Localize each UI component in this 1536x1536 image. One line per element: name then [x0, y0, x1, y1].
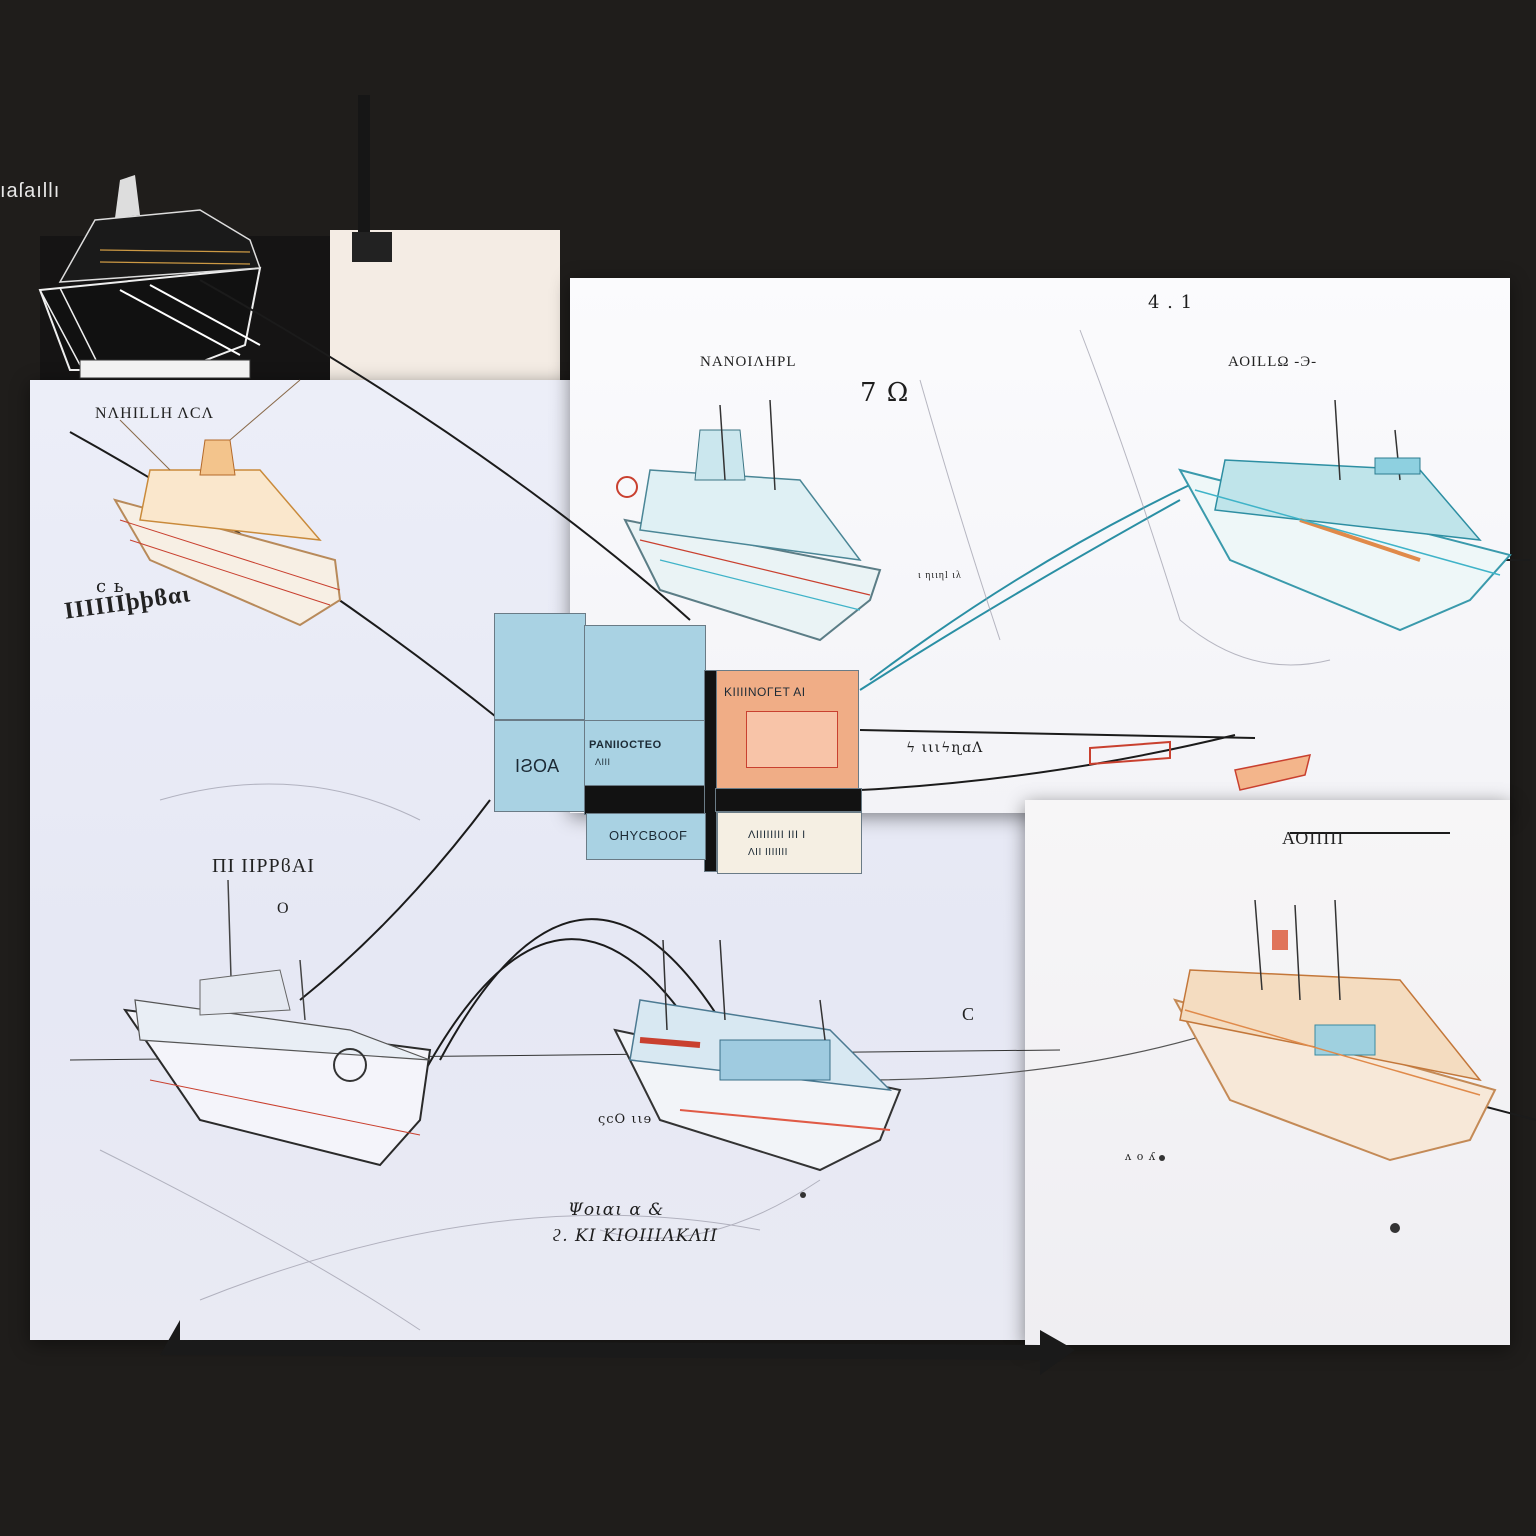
label-mid-right-small: ι ηιιηl ιλ — [918, 570, 962, 581]
marker-dot — [800, 1192, 806, 1198]
small-boat-sketch — [1090, 742, 1310, 790]
label-c-mark: C — [962, 1004, 975, 1025]
label-top-right-mark: 4 . 1 — [1148, 292, 1193, 313]
center-block-blue: ΙϨΟΑ — [494, 720, 586, 812]
connector-line — [300, 800, 490, 1000]
center-block-blue — [584, 625, 706, 722]
marker-dot — [1390, 1223, 1400, 1233]
label-top-mid-number: 7 Ω — [860, 378, 909, 408]
center-block-blue: ΟΗΥCBOOF — [586, 813, 706, 860]
cream-block-line2: ΛΙΙ ΙΙΙΙΙΙΙ — [748, 847, 788, 858]
blue-block-small-label: ΙϨΟΑ — [515, 756, 560, 777]
marker-dot — [1159, 1155, 1165, 1161]
center-block-cream: ΛΙΙΙΙΙΙΙΙ ΙΙΙ Ι ΛΙΙ ΙΙΙΙΙΙΙ — [717, 812, 862, 874]
mast-pole — [358, 95, 370, 245]
label-top-mid: ΝΑΝΟΙΛΗΡL — [700, 354, 797, 371]
cream-block-line1: ΛΙΙΙΙΙΙΙΙ ΙΙΙ Ι — [748, 829, 806, 841]
center-block-black — [584, 785, 706, 815]
bottom-blue-block-label: ΟΗΥCBOOF — [609, 828, 687, 843]
label-bottom-left-o: O — [277, 900, 290, 918]
center-block-blue — [494, 613, 586, 720]
header-ship-sketch — [40, 175, 260, 378]
center-block-blue: ΡΑΝΙΙΟCΤΕΟ ΛΙΙΙ — [584, 720, 706, 787]
blue-block-title: ΡΑΝΙΙΟCΤΕΟ — [589, 739, 662, 751]
ship-sketch-bottom-right — [1175, 900, 1495, 1160]
ship-sketch-top-right — [1180, 400, 1510, 630]
mast-clamp — [352, 232, 392, 262]
label-bottom-note-2: ϩ. ΚΙ ΚΙΟΙΙΙΛΚΛΙΙ — [552, 1226, 718, 1246]
label-bottom-left: ΠΙ ΙΙΡΡϐΑΙ — [212, 855, 315, 878]
center-block-salmon: ΚΙΙΙΙΝΟΓΕΤ ΑΙ — [715, 670, 859, 790]
connector-line — [860, 730, 1255, 738]
salmon-block-title: ΚΙΙΙΙΝΟΓΕΤ ΑΙ — [724, 685, 806, 699]
label-top-right: ΑΟΙLLΩ -Э- — [1228, 354, 1317, 371]
blue-block-sub: ΛΙΙΙ — [595, 757, 611, 767]
salmon-block-chart — [746, 711, 838, 768]
ship-sketch-bottom-mid — [615, 940, 900, 1170]
label-top-left: ΝΛΗΙLLΗ ΛCΛ — [95, 405, 214, 423]
label-mid-right: ϟ ιιιϟɳɑΛ — [906, 740, 983, 756]
bottom-arrow — [160, 1320, 1075, 1375]
label-bottom-note-1: Ψοιαι α & — [568, 1200, 664, 1220]
connector-line — [860, 500, 1180, 690]
center-block-black — [715, 788, 862, 812]
label-dot-small: ʌ o ʎ — [1125, 1150, 1156, 1163]
ship-sketch-top-mid — [617, 400, 880, 640]
label-bottom-mid-small: ςcO ιιɘ — [598, 1112, 652, 1127]
label-bottom-right: ΑΟΙΙΙΙΙ — [1282, 828, 1344, 849]
